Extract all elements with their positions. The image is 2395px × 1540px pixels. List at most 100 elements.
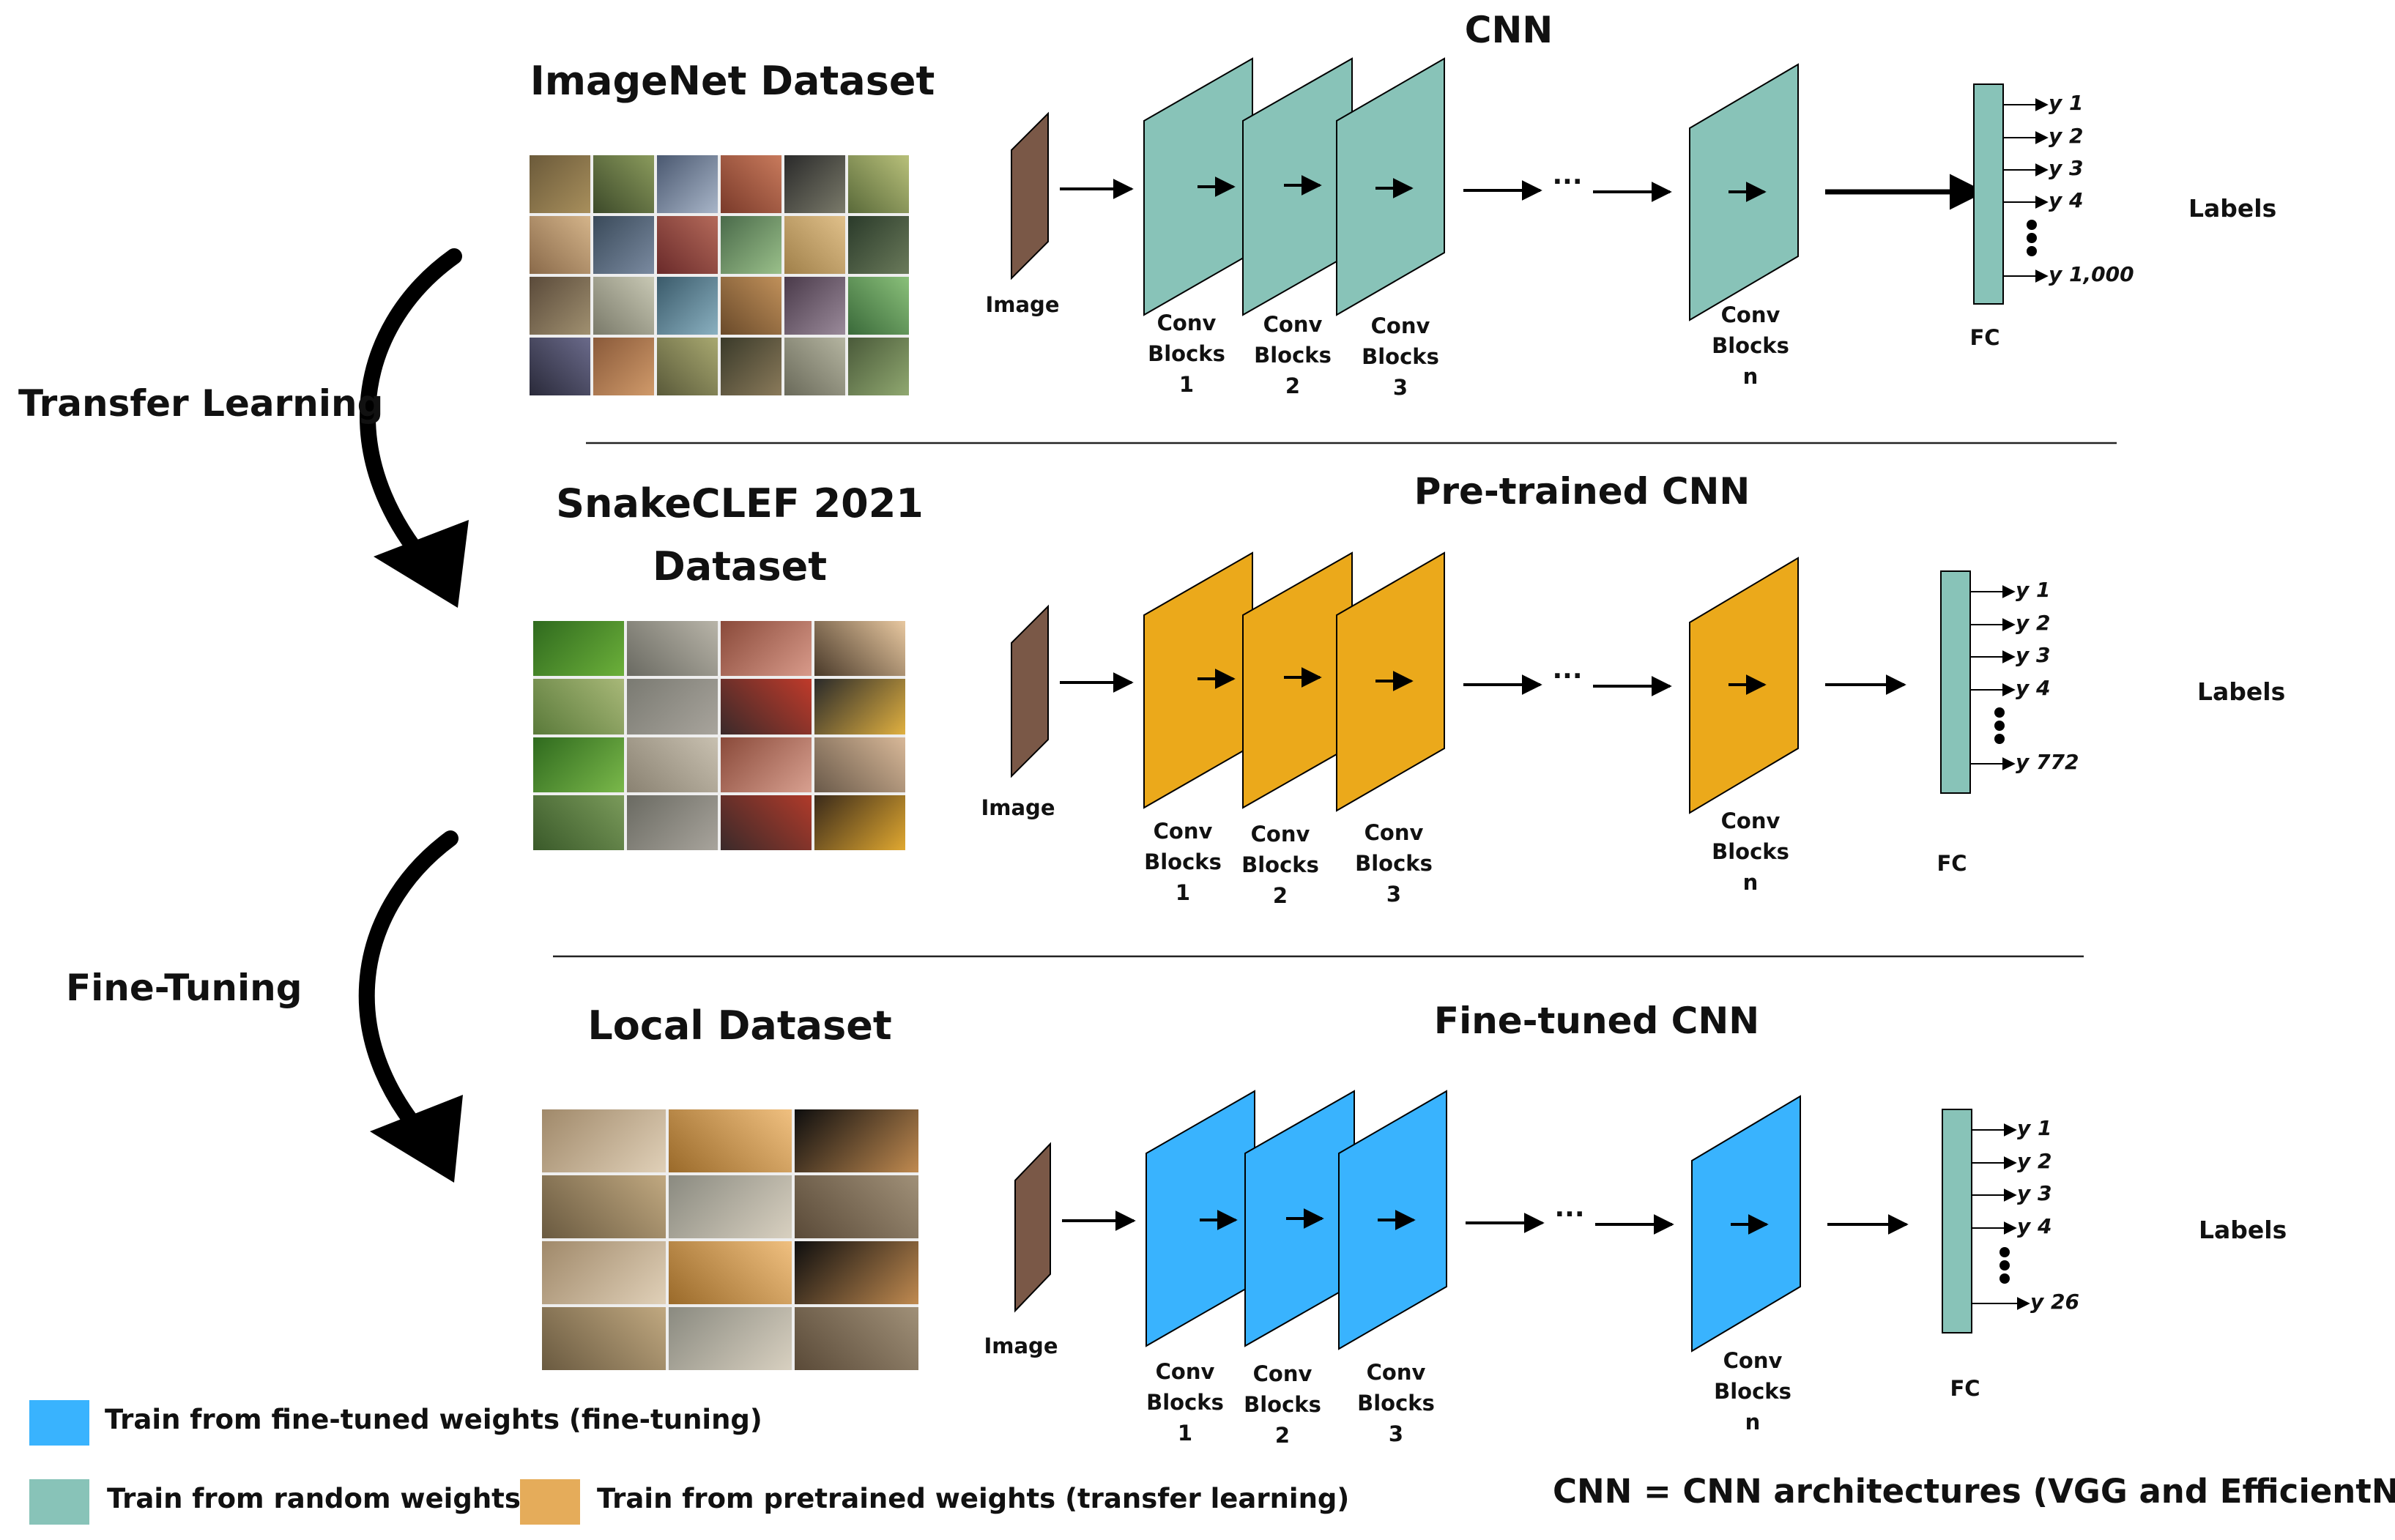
dataset-thumbnail xyxy=(530,277,590,335)
snakeclef-thumbnail-grid xyxy=(533,621,905,850)
dots-label: ··· xyxy=(1554,1199,1585,1230)
input-image-shape xyxy=(1011,111,1049,280)
dataset-thumbnail xyxy=(795,1241,918,1304)
dataset-thumbnail xyxy=(668,1175,792,1238)
output-label: y 4 xyxy=(2016,676,2051,700)
output-label: y 3 xyxy=(2049,156,2084,180)
dataset-thumbnail xyxy=(593,155,654,213)
ellipsis-dot xyxy=(1999,1273,2010,1284)
dataset-thumbnail xyxy=(533,795,624,850)
dataset-thumbnail xyxy=(657,277,718,335)
fine-tuning-arrow xyxy=(358,830,463,1183)
ellipsis-dot xyxy=(1994,707,2005,718)
dataset-thumbnail xyxy=(533,737,624,792)
dataset-thumbnail xyxy=(814,679,905,734)
output-label: y 4 xyxy=(2017,1214,2052,1238)
image-label: Image xyxy=(984,1333,1058,1358)
dataset-thumbnail xyxy=(533,621,624,677)
fc-layer xyxy=(1940,570,1971,794)
output-label: y 3 xyxy=(2016,643,2051,667)
dataset-thumbnail xyxy=(814,795,905,850)
output-label: y 26 xyxy=(2030,1290,2079,1314)
labels-title: Labels xyxy=(2188,194,2277,223)
input-image-shape xyxy=(1011,604,1049,778)
dataset-thumbnail xyxy=(848,338,909,395)
imagenet-dataset-title: ImageNet Dataset xyxy=(530,58,935,104)
dataset-thumbnail xyxy=(721,216,781,274)
dataset-thumbnail xyxy=(784,277,845,335)
image-label: Image xyxy=(981,795,1055,820)
ellipsis-dot xyxy=(2027,246,2037,256)
local-thumbnail-grid xyxy=(542,1109,918,1370)
dataset-thumbnail xyxy=(657,155,718,213)
ellipsis-dot xyxy=(2027,233,2037,243)
output-label: y 772 xyxy=(2016,750,2079,774)
ellipsis-dot xyxy=(1994,721,2005,731)
image-label: Image xyxy=(985,292,1060,317)
ellipsis-dot xyxy=(1994,734,2005,744)
dataset-thumbnail xyxy=(848,277,909,335)
output-label: y 1 xyxy=(2016,578,2051,602)
dataset-thumbnail xyxy=(530,155,590,213)
dataset-thumbnail xyxy=(542,1307,666,1370)
dataset-thumbnail xyxy=(784,338,845,395)
pretrained-cnn-title: Pre-trained CNN xyxy=(1414,470,1750,513)
dataset-thumbnail xyxy=(721,679,812,734)
output-label: y 2 xyxy=(2016,611,2051,635)
dataset-thumbnail xyxy=(530,216,590,274)
output-label: y 4 xyxy=(2049,188,2084,212)
dataset-thumbnail xyxy=(542,1109,666,1172)
dataset-thumbnail xyxy=(627,679,718,734)
dots-label: ··· xyxy=(1552,167,1583,197)
dataset-thumbnail xyxy=(721,737,812,792)
legend-pretrained-label: Train from pretrained weights (transfer … xyxy=(597,1483,1350,1514)
finetuned-cnn-title: Fine-tuned CNN xyxy=(1433,1000,1760,1042)
dataset-thumbnail xyxy=(721,277,781,335)
fc-layer xyxy=(1973,83,2004,305)
input-image-shape xyxy=(1014,1142,1051,1313)
legend-swatch-random xyxy=(29,1479,89,1525)
output-label: y 1,000 xyxy=(2049,262,2134,286)
dataset-thumbnail xyxy=(593,216,654,274)
fc-layer xyxy=(1942,1109,1972,1333)
snakeclef-dataset-title: SnakeCLEF 2021 Dataset xyxy=(556,480,924,589)
dataset-thumbnail xyxy=(721,155,781,213)
dataset-thumbnail xyxy=(542,1241,666,1304)
dataset-thumbnail xyxy=(657,216,718,274)
dataset-thumbnail xyxy=(593,277,654,335)
transfer-learning-label: Transfer Learning xyxy=(18,382,384,425)
dataset-thumbnail xyxy=(795,1109,918,1172)
legend-random-label: Train from random weights xyxy=(107,1483,521,1514)
fc-label: FC xyxy=(1969,325,2000,350)
output-label: y 2 xyxy=(2049,124,2084,148)
dataset-thumbnail xyxy=(668,1307,792,1370)
output-label: y 3 xyxy=(2017,1181,2052,1205)
dataset-thumbnail xyxy=(721,621,812,677)
labels-title: Labels xyxy=(2197,677,2286,706)
labels-title: Labels xyxy=(2199,1216,2287,1244)
dataset-thumbnail xyxy=(530,338,590,395)
output-label: y 1 xyxy=(2049,91,2084,115)
fine-tuning-label: Fine-Tuning xyxy=(66,967,302,1009)
dataset-thumbnail xyxy=(533,679,624,734)
dataset-thumbnail xyxy=(721,795,812,850)
ellipsis-dot xyxy=(1999,1247,2010,1257)
dataset-thumbnail xyxy=(721,338,781,395)
cnn-architectures-note: CNN = CNN architectures (VGG and Efficie… xyxy=(1553,1472,2395,1511)
fc-label: FC xyxy=(1937,851,1967,876)
dataset-thumbnail xyxy=(848,216,909,274)
dataset-thumbnail xyxy=(627,737,718,792)
fc-label: FC xyxy=(1950,1376,1980,1401)
